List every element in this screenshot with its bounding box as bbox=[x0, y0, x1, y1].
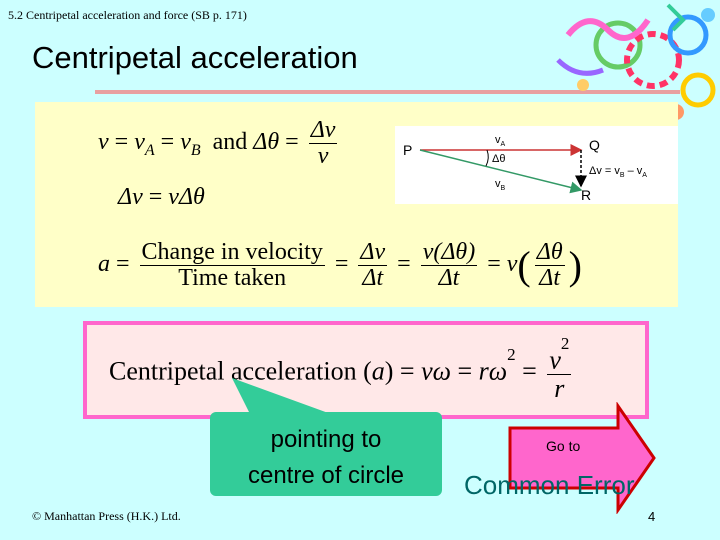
slide-title: Centripetal acceleration bbox=[32, 40, 358, 75]
callout-text: pointing to centre of circle bbox=[247, 426, 405, 489]
title-divider bbox=[95, 90, 680, 94]
go-to-common-error-arrow[interactable] bbox=[506, 402, 658, 514]
go-to-label[interactable]: Go to bbox=[546, 438, 581, 454]
publisher-credit: © Manhattan Press (H.K.) Ltd. bbox=[32, 509, 181, 523]
callout-pointer bbox=[232, 378, 342, 418]
delta-v-diagram-label: Δv = vB – vA bbox=[589, 165, 647, 179]
angle-dtheta-label: Δθ bbox=[492, 153, 505, 165]
centripetal-formula-box: Centripetal acceleration (a) = vω = rω2 … bbox=[83, 321, 649, 419]
page-number: 4 bbox=[648, 509, 656, 524]
point-q-label: Q bbox=[589, 137, 600, 153]
centripetal-formula: Centripetal acceleration (a) = vω = rω2 … bbox=[109, 334, 572, 403]
common-error-link[interactable]: Common Error bbox=[464, 470, 635, 500]
equation-delta-v: Δv = vΔθ bbox=[118, 184, 205, 210]
callout-bubble bbox=[210, 412, 442, 496]
point-r-label: R bbox=[581, 187, 591, 203]
vector-vb-label: vB bbox=[495, 178, 506, 192]
section-reference: 5.2 Centripetal acceleration and force (… bbox=[8, 8, 247, 22]
point-p-label: P bbox=[403, 142, 412, 158]
velocity-vector-diagram: P Q R vA Δθ vB Δv = vB – vA bbox=[395, 126, 678, 204]
vector-va-label: vA bbox=[495, 134, 506, 148]
